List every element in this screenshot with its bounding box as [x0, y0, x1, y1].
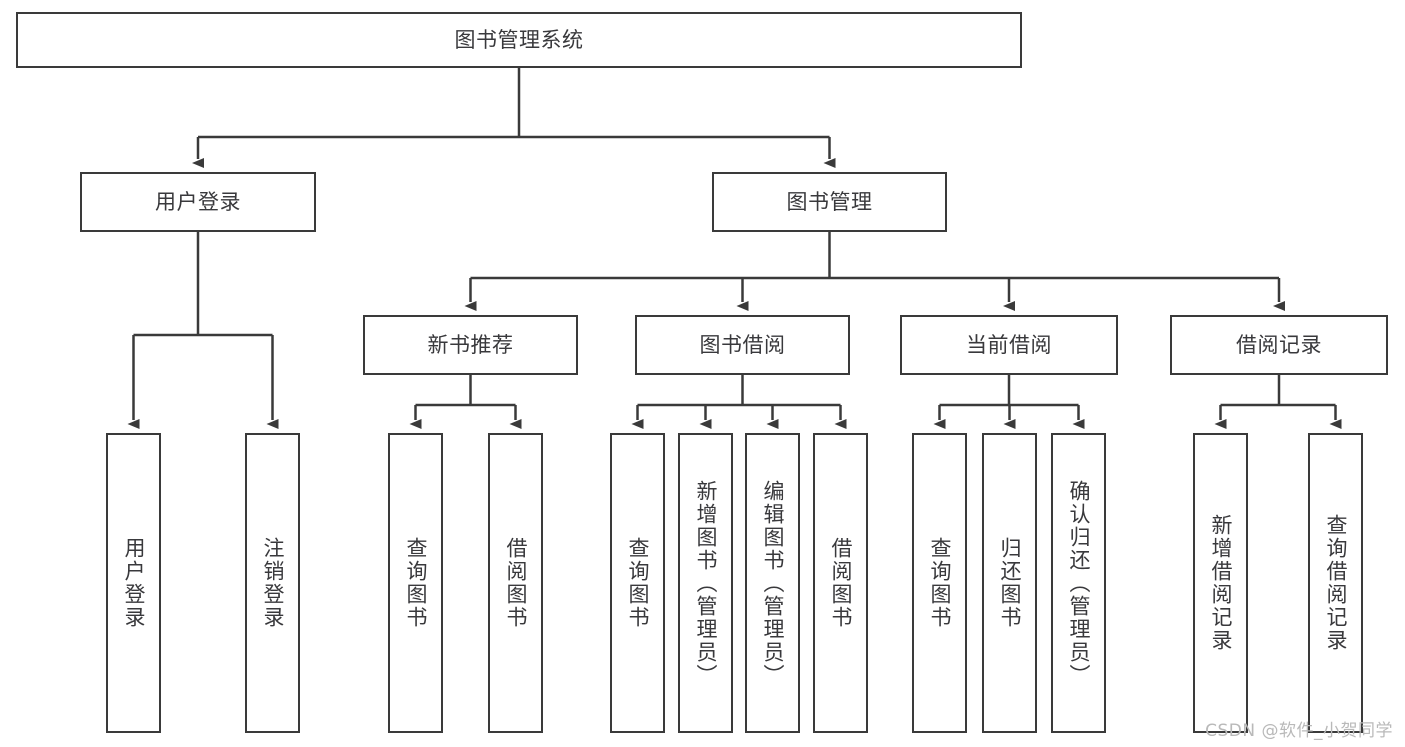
- watermark-text: CSDN @软件_小贺同学: [1205, 721, 1393, 741]
- node-label: 新书推荐: [427, 332, 514, 357]
- node-box-l2-3-leaf-0[interactable]: 新增借阅记录: [1193, 433, 1248, 733]
- node-box-l2-1-leaf-1[interactable]: 新增图书（管理员）: [678, 433, 733, 733]
- node-box-l2-3-leaf-1[interactable]: 查询借阅记录: [1308, 433, 1363, 733]
- node-label: 借阅图书: [504, 537, 528, 629]
- node-label: 借阅记录: [1236, 332, 1322, 357]
- node-label: 图书管理系统: [454, 27, 584, 52]
- node-label: 用户登录: [155, 189, 241, 214]
- node-label: 查询图书: [928, 537, 952, 629]
- node-box-l2-1-leaf-3[interactable]: 借阅图书: [813, 433, 868, 733]
- node-label: 用户登录: [122, 537, 146, 629]
- node-label: 编辑图书（管理员）: [761, 479, 785, 687]
- node-box-l2-0-leaf-1[interactable]: 借阅图书: [488, 433, 543, 733]
- node-box-l1-0-leaf-1[interactable]: 注销登录: [245, 433, 300, 733]
- node-box-l2-3[interactable]: 借阅记录: [1170, 315, 1388, 375]
- node-label: 查询借阅记录: [1324, 514, 1348, 652]
- node-box-l2-2-leaf-2[interactable]: 确认归还（管理员）: [1051, 433, 1106, 733]
- node-box-l2-1[interactable]: 图书借阅: [635, 315, 850, 375]
- node-box-l2-0-leaf-0[interactable]: 查询图书: [388, 433, 443, 733]
- node-label: 图书管理: [786, 189, 873, 214]
- node-label: 图书借阅: [699, 332, 786, 357]
- node-box-l1-0-leaf-0[interactable]: 用户登录: [106, 433, 161, 733]
- node-label: 注销登录: [261, 537, 285, 629]
- node-label: 归还图书: [998, 537, 1022, 629]
- node-label: 当前借阅: [966, 332, 1052, 357]
- node-box-l1-0[interactable]: 用户登录: [80, 172, 316, 232]
- node-label: 借阅图书: [829, 537, 853, 629]
- node-box-l2-1-leaf-2[interactable]: 编辑图书（管理员）: [745, 433, 800, 733]
- node-box-root[interactable]: 图书管理系统: [16, 12, 1022, 68]
- node-box-l2-0[interactable]: 新书推荐: [363, 315, 578, 375]
- node-label: 新增借阅记录: [1209, 514, 1233, 652]
- node-label: 确认归还（管理员）: [1067, 479, 1091, 687]
- node-box-l2-2-leaf-0[interactable]: 查询图书: [912, 433, 967, 733]
- node-label: 新增图书（管理员）: [694, 479, 718, 687]
- node-label: 查询图书: [626, 537, 650, 629]
- node-box-l2-2[interactable]: 当前借阅: [900, 315, 1118, 375]
- node-box-l2-1-leaf-0[interactable]: 查询图书: [610, 433, 665, 733]
- node-label: 查询图书: [404, 537, 428, 629]
- node-box-l1-1[interactable]: 图书管理: [712, 172, 947, 232]
- node-box-l2-2-leaf-1[interactable]: 归还图书: [982, 433, 1037, 733]
